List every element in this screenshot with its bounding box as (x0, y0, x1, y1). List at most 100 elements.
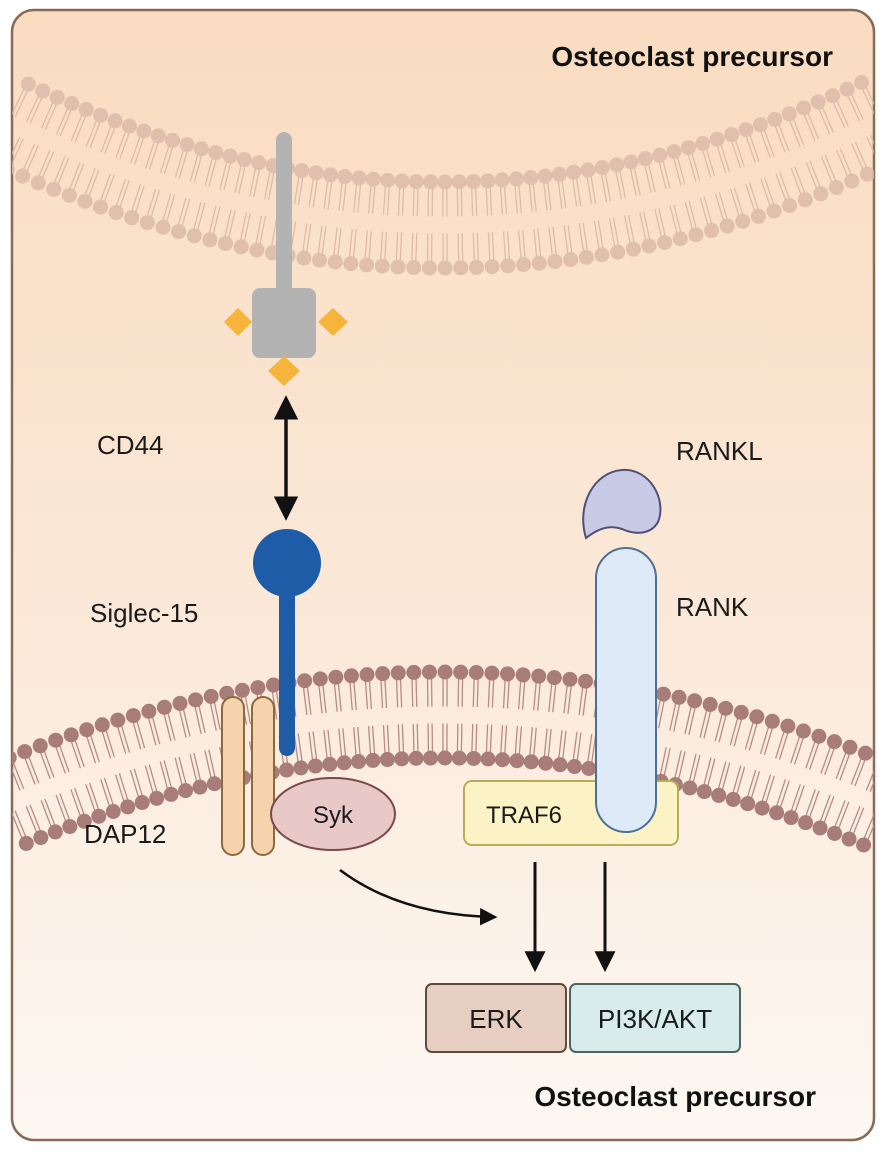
lipid-tail (881, 765, 886, 797)
lipid-head (764, 713, 780, 729)
lipid-head (337, 169, 353, 185)
lipid-head (359, 667, 375, 683)
lipid-head (249, 242, 265, 258)
lipid-tail (865, 758, 874, 791)
lipid-head (515, 667, 531, 683)
lipid-head (406, 260, 422, 276)
lipid-head (812, 820, 828, 836)
syk-to-downstream-arrow (339, 868, 498, 926)
lipid-head (218, 235, 234, 251)
lipid-head (811, 728, 827, 744)
lipid-head (797, 192, 813, 208)
lipid-head (105, 804, 121, 820)
lipid-head (64, 96, 80, 112)
lipid-head (78, 102, 94, 118)
lipid-head (451, 174, 467, 190)
lipid-head (566, 759, 582, 775)
lipid-head (93, 107, 109, 123)
lipid-head (136, 123, 152, 139)
lipid-head (125, 708, 141, 724)
lipid-head (49, 89, 65, 105)
lipid-head (163, 786, 179, 802)
lipid-tail (12, 758, 21, 791)
lipid-head (687, 693, 703, 709)
lipid-head (798, 815, 814, 831)
lipid-head (857, 745, 873, 761)
lipid-head (328, 669, 344, 685)
lipid-head (327, 254, 343, 270)
lipid-tail (866, 136, 874, 169)
lipid-head (844, 173, 860, 189)
lipid-head (48, 732, 64, 748)
lipid-tail (882, 130, 886, 161)
lipid-head (494, 172, 510, 188)
lipid-head (192, 779, 208, 795)
lipid-head (531, 255, 547, 271)
traf6-label: TRAF6 (486, 802, 562, 829)
lipid-head (437, 750, 453, 766)
lipid-head (781, 106, 797, 122)
syk-kinase: Syk (270, 777, 396, 851)
lipid-head (680, 140, 696, 156)
lipid-head (206, 776, 222, 792)
lipid-head (408, 750, 424, 766)
lipid-tail (0, 763, 9, 795)
lipid-head (149, 790, 165, 806)
lipid-head (203, 688, 219, 704)
ligand-diamond-left (224, 308, 252, 336)
lipid-head (33, 830, 49, 846)
lipid-head (423, 174, 439, 190)
lipid-head (12, 750, 17, 766)
pi3k-akt-label: PI3K/AKT (598, 1004, 712, 1034)
lipid-head (740, 796, 756, 812)
lipid-head (394, 173, 410, 189)
lipid-head (623, 154, 639, 170)
lipid-head (134, 795, 150, 811)
lipid-head (795, 723, 811, 739)
rankl-label: RANKL (676, 436, 763, 466)
bottom-cell-title: Osteoclast precursor (534, 1081, 816, 1112)
lipid-head (494, 752, 510, 768)
lipid-head (279, 762, 295, 778)
lipid-head (842, 739, 858, 755)
lipid-head (12, 161, 15, 177)
lipid-head (500, 666, 516, 682)
lipid-head (312, 252, 328, 268)
lipid-head (20, 76, 36, 92)
lipid-head (365, 171, 381, 187)
lipid-head (813, 186, 829, 202)
lipid-head (666, 144, 682, 160)
lipid-head (35, 83, 51, 99)
lipid-head (754, 800, 770, 816)
lipid-head (468, 259, 484, 275)
pi3k-akt-node: PI3K/AKT (569, 983, 741, 1053)
lipid-head (171, 224, 187, 240)
lipid-head (336, 755, 352, 771)
lipid-head (186, 228, 202, 244)
lipid-head (671, 689, 687, 705)
lipid-head (351, 170, 367, 186)
lipid-head (15, 168, 31, 184)
lipid-head (566, 164, 582, 180)
lipid-head (408, 174, 424, 190)
lipid-head (222, 148, 238, 164)
lipid-head (657, 234, 673, 250)
rank-label: RANK (676, 592, 749, 622)
lipid-head (46, 181, 62, 197)
lipid-head (856, 837, 872, 853)
lipid-head (547, 253, 563, 269)
lipid-head (484, 259, 500, 275)
lipid-head (107, 113, 123, 129)
lipid-head (193, 141, 209, 157)
lipid-tail (0, 130, 5, 161)
lipid-head (749, 709, 765, 725)
lipid-head (780, 718, 796, 734)
lipid-head (294, 163, 310, 179)
lipid-head (423, 750, 439, 766)
lipid-head (609, 157, 625, 173)
ligand-diamond-right (318, 308, 348, 336)
lipid-head (523, 170, 539, 186)
lipid-head (719, 218, 735, 234)
lipid-head (0, 756, 1, 771)
lipid-head (453, 664, 469, 680)
